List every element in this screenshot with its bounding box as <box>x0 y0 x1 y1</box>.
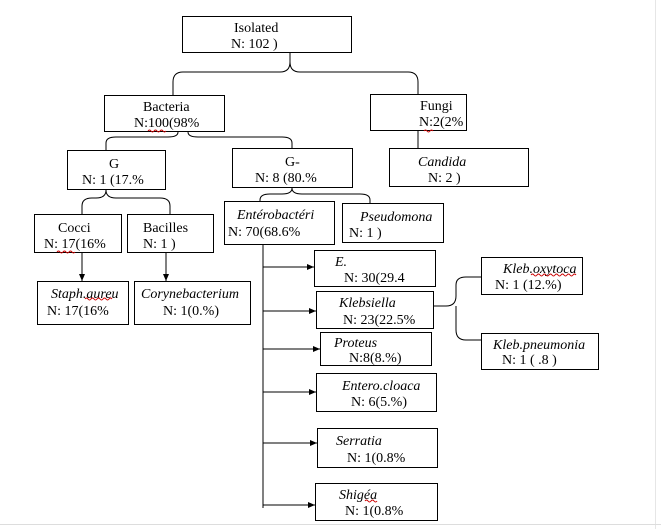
node-count: N: 1 ) <box>349 226 382 241</box>
node-count: N:8(8.%) <box>349 351 402 366</box>
node-label: Serratia <box>336 434 382 449</box>
connector-gneg-pseudo <box>291 187 371 203</box>
connector-root <box>172 52 291 95</box>
node-label: Cocci <box>58 221 91 236</box>
node-count: N: 1 ( .8 ) <box>502 353 557 368</box>
node-label: Shigéa <box>339 488 378 503</box>
node-entero-cloaca: Entero.cloaca N: 6(5.%) <box>316 373 437 412</box>
node-count: N:100(98% <box>134 116 200 131</box>
connector-root-fungi <box>289 61 419 94</box>
connector-kleb-oxytoca <box>434 276 481 307</box>
node-label: Bacteria <box>143 100 190 115</box>
node-label: Kleb.pneumonia <box>493 338 586 353</box>
node-count: N: 70(68.6% <box>228 225 301 240</box>
node-label: Proteus <box>334 336 378 351</box>
connector-gpos-cocci <box>81 189 107 214</box>
node-label: Bacilles <box>143 221 189 236</box>
node-label: Isolated <box>234 21 279 36</box>
node-bacteria: Bacteria N:100(98% <box>104 95 225 132</box>
node-label: G <box>109 157 120 172</box>
connector-gneg-entero <box>259 187 293 201</box>
node-bacilles: Bacilles N: 1 ) <box>127 214 214 253</box>
node-fungi: Fungi N:2(2% <box>370 94 467 131</box>
node-serratia: Serratia N: 1(0.8% <box>317 428 438 468</box>
node-kleb-oxytoca: Kleb.oxytoca N: 1 (12.%) <box>481 257 583 295</box>
node-proteus: Proteus N:8(8.%) <box>320 332 432 366</box>
page-edge-bottom <box>0 524 661 525</box>
connector-bacteria-gpos <box>105 131 179 150</box>
page-edge-right <box>655 0 656 529</box>
node-count: N: 102 ) <box>231 37 278 52</box>
node-count: N: 1 (12.%) <box>495 278 562 293</box>
node-label: G- <box>285 155 300 170</box>
node-count: N: 1 ) <box>143 237 176 252</box>
node-candida: Candida N: 2 ) <box>389 148 529 187</box>
node-count: N: 1(0.8% <box>345 504 404 519</box>
node-count: N: 30(29.4 <box>344 271 405 286</box>
connector-gpos-bacilles <box>105 189 171 214</box>
node-count: N:2(2% <box>419 115 464 130</box>
node-corynebacterium: Corynebacterium N: 1(0.%) <box>134 281 251 325</box>
node-label: Candida <box>418 155 467 170</box>
node-e-coli: E. N: 30(29.4 <box>314 250 436 287</box>
node-count: N: 6(5.%) <box>351 395 407 410</box>
node-isolated: Isolated N: 102 ) <box>182 16 352 53</box>
node-gram-negative: G- N: 8 (80.% <box>232 148 353 188</box>
node-pseudomona: Pseudomona N: 1 ) <box>342 203 444 243</box>
connector-bacteria-gneg <box>187 131 293 148</box>
node-count: N: 23(22.5% <box>343 313 416 328</box>
node-kleb-pneumonia: Kleb.pneumonia N: 1 ( .8 ) <box>481 333 599 370</box>
node-count: N: 1(0.%) <box>163 304 219 319</box>
node-count: N: 1 (17.% <box>82 173 144 188</box>
node-label: Staph.aureu <box>51 287 119 302</box>
node-label: Kleb.oxytoca <box>503 262 577 277</box>
node-label: Pseudomona <box>360 210 433 225</box>
node-count: N: 8 (80.% <box>255 171 317 186</box>
node-count: N: 2 ) <box>428 171 461 186</box>
node-count: N: 17(16% <box>47 304 109 319</box>
node-label: E. <box>335 255 348 270</box>
node-count: N: 17(16% <box>44 237 106 252</box>
node-label: Klebsiella <box>339 296 396 311</box>
node-gram-positive: G N: 1 (17.% <box>67 150 166 190</box>
node-label: Entero.cloaca <box>342 379 421 394</box>
connector-kleb-pneumonia <box>455 306 481 341</box>
node-cocci: Cocci N: 17(16% <box>34 214 122 253</box>
node-label: Fungi <box>420 99 453 114</box>
node-shigella: Shigéa N: 1(0.8% <box>315 483 438 521</box>
node-label: Corynebacterium <box>141 287 239 302</box>
node-enterobacteri: Entérobactéri N: 70(68.6% <box>224 201 335 245</box>
node-count: N: 1(0.8% <box>347 451 406 466</box>
node-label: Entérobactéri <box>237 208 315 223</box>
node-klebsiella: Klebsiella N: 23(22.5% <box>316 291 434 329</box>
node-staph-aureus: Staph.aureu N: 17(16% <box>37 281 129 325</box>
